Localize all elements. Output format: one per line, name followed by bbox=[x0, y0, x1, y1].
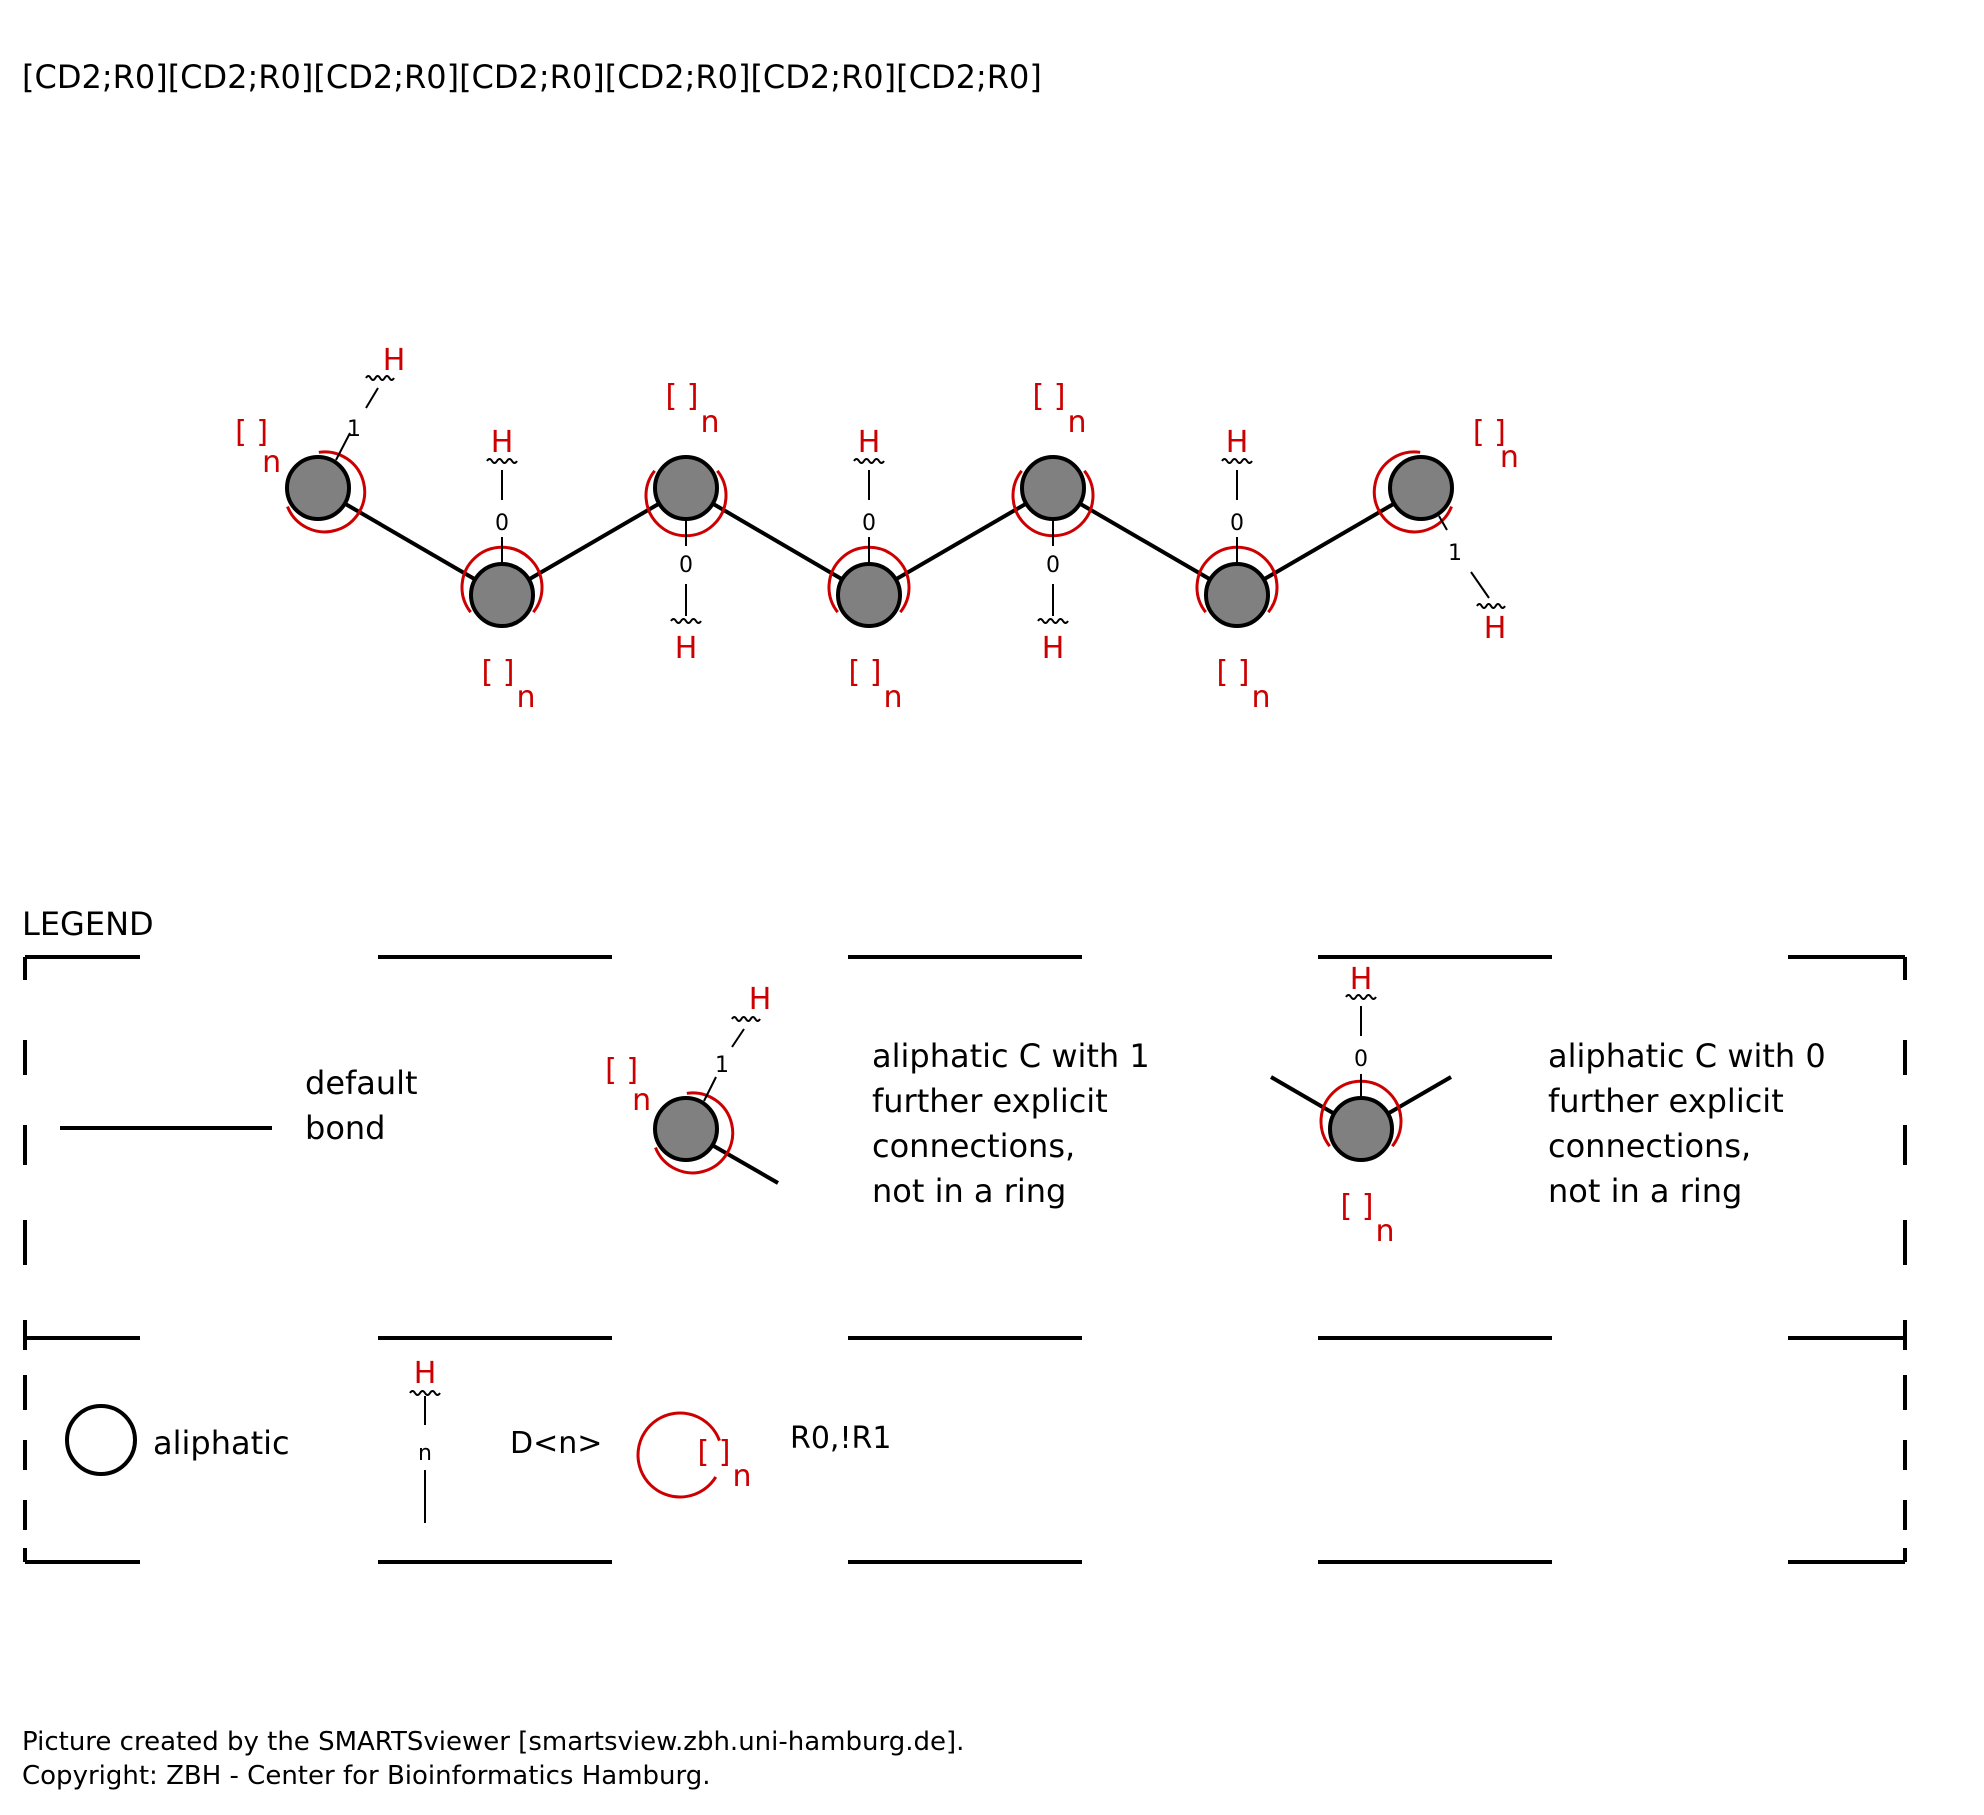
legend-c1-desc-2: further explicit bbox=[872, 1082, 1108, 1120]
legend-aliphatic-label: aliphatic bbox=[153, 1424, 290, 1462]
legend-c0-ring-n: n bbox=[1375, 1214, 1394, 1249]
legend-c0-atom bbox=[1328, 1096, 1394, 1162]
legend-c1-desc-3: connections, bbox=[872, 1127, 1075, 1165]
legend-degree-text: D<n> bbox=[510, 1426, 602, 1461]
h-label-1: H bbox=[383, 343, 406, 378]
ring-annotation-6-n: n bbox=[1251, 680, 1270, 715]
h-line-7 bbox=[1470, 571, 1490, 599]
footer-credit: Picture created by the SMARTSviewer [sma… bbox=[22, 1727, 965, 1757]
legend-c0-degree: 0 bbox=[1354, 1047, 1368, 1072]
h-wave-6 bbox=[1221, 458, 1253, 464]
molecule: [ ]n1H[ ]n0H[ ]n0H[ ]n0H[ ]n0H[ ]n0H[ ]n… bbox=[235, 343, 1519, 715]
degree-label-1: 1 bbox=[347, 417, 361, 442]
ring-annotation-2-n: n bbox=[516, 680, 535, 715]
legend-c1-h-wave bbox=[731, 1016, 761, 1022]
legend-c0-h: H bbox=[1350, 962, 1373, 997]
degree-line-7 bbox=[1438, 515, 1448, 531]
degree-label-7: 1 bbox=[1448, 541, 1462, 566]
legend-c0-desc-3: connections, bbox=[1548, 1127, 1751, 1165]
atom-4 bbox=[836, 562, 902, 628]
smarts-pattern: [CD2;R0][CD2;R0][CD2;R0][CD2;R0][CD2;R0]… bbox=[22, 58, 1042, 96]
bond-5 bbox=[1051, 486, 1239, 597]
legend-title: LEGEND bbox=[22, 905, 154, 943]
legend-c1-desc-1: aliphatic C with 1 bbox=[872, 1037, 1150, 1075]
ring-annotation-7 bbox=[1372, 450, 1453, 534]
legend-c1-ring-bracket: [ ] bbox=[605, 1053, 638, 1088]
h-wave-1 bbox=[365, 375, 395, 381]
legend-c1-ring-n: n bbox=[632, 1083, 651, 1118]
degree-label-3: 0 bbox=[679, 553, 693, 578]
h-label-6: H bbox=[1226, 425, 1249, 460]
ring-annotation-1-bracket: [ ] bbox=[235, 415, 268, 450]
legend-c1-h: H bbox=[749, 982, 772, 1017]
legend-c0-desc-1: aliphatic C with 0 bbox=[1548, 1037, 1826, 1075]
ring-annotation-5-n: n bbox=[1067, 405, 1086, 440]
h-line-1 bbox=[365, 387, 379, 409]
h-wave-3 bbox=[670, 618, 702, 624]
degree-label-6: 0 bbox=[1230, 511, 1244, 536]
legend-c1-degree-line bbox=[703, 1076, 717, 1102]
ring-annotation-1-n: n bbox=[262, 445, 281, 480]
legend-c0-desc-2: further explicit bbox=[1548, 1082, 1784, 1120]
bond-4 bbox=[867, 486, 1055, 597]
h-wave-4 bbox=[853, 458, 885, 464]
atom-3 bbox=[653, 455, 719, 521]
legend-aliphatic-circle bbox=[65, 1404, 137, 1476]
legend-default-bond-label-2: bond bbox=[305, 1109, 385, 1147]
bond-1 bbox=[316, 486, 504, 597]
atom-7 bbox=[1388, 455, 1454, 521]
ring-annotation-1 bbox=[286, 450, 367, 534]
ring-annotation-3-bracket: [ ] bbox=[666, 379, 699, 414]
legend-c0-h-wave bbox=[1345, 994, 1377, 1000]
atom-2 bbox=[469, 562, 535, 628]
legend-c1-h-line bbox=[731, 1028, 745, 1048]
legend-c1-atom bbox=[653, 1096, 719, 1162]
legend-box bbox=[23, 955, 1907, 1564]
legend-degree-h: H bbox=[414, 1356, 437, 1391]
footer-copyright: Copyright: ZBH - Center for Bioinformati… bbox=[22, 1761, 711, 1791]
legend-c1-bond bbox=[711, 1143, 779, 1185]
ring-annotation-3-n: n bbox=[700, 405, 719, 440]
ring-annotation-4-n: n bbox=[883, 680, 902, 715]
legend-ring-arc bbox=[636, 1411, 721, 1499]
ring-annotation-7-n: n bbox=[1500, 440, 1519, 475]
h-label-4: H bbox=[858, 425, 881, 460]
ring-annotation-7-bracket: [ ] bbox=[1473, 415, 1506, 450]
footer: Picture created by the SMARTSviewer [sma… bbox=[22, 1725, 964, 1793]
h-label-3: H bbox=[675, 631, 698, 666]
legend-ring-bracket: [ ] bbox=[698, 1435, 731, 1470]
legend-degree-h-wave bbox=[409, 1390, 441, 1396]
degree-label-2: 0 bbox=[495, 511, 509, 536]
legend-c1-desc-4: not in a ring bbox=[872, 1172, 1066, 1210]
h-label-7: H bbox=[1484, 611, 1507, 646]
ring-annotation-5-bracket: [ ] bbox=[1033, 379, 1066, 414]
ring-annotation-6-bracket: [ ] bbox=[1217, 655, 1250, 690]
legend-default-bond-label-1: default bbox=[305, 1064, 418, 1102]
legend-c1-ring bbox=[654, 1091, 735, 1175]
atom-5 bbox=[1020, 455, 1086, 521]
bond-6 bbox=[1235, 486, 1423, 597]
ring-annotation-2-bracket: [ ] bbox=[482, 655, 515, 690]
legend-c0-desc-4: not in a ring bbox=[1548, 1172, 1742, 1210]
legend-degree-symbol: n bbox=[418, 1441, 432, 1466]
ring-annotation-4-bracket: [ ] bbox=[849, 655, 882, 690]
atom-6 bbox=[1204, 562, 1270, 628]
h-label-2: H bbox=[491, 425, 514, 460]
degree-label-5: 0 bbox=[1046, 553, 1060, 578]
legend-c1-degree: 1 bbox=[715, 1053, 729, 1078]
legend-ring-text: R0,!R1 bbox=[790, 1421, 891, 1456]
h-wave-5 bbox=[1037, 618, 1069, 624]
legend-ring-n: n bbox=[732, 1459, 751, 1494]
bond-2 bbox=[500, 486, 688, 597]
atom-1 bbox=[285, 455, 351, 521]
legend-c0-ring-bracket: [ ] bbox=[1341, 1189, 1374, 1224]
h-label-5: H bbox=[1042, 631, 1065, 666]
h-wave-7 bbox=[1476, 603, 1506, 609]
degree-label-4: 0 bbox=[862, 511, 876, 536]
h-wave-2 bbox=[486, 458, 518, 464]
degree-line-1 bbox=[335, 432, 351, 461]
bond-3 bbox=[684, 486, 871, 597]
